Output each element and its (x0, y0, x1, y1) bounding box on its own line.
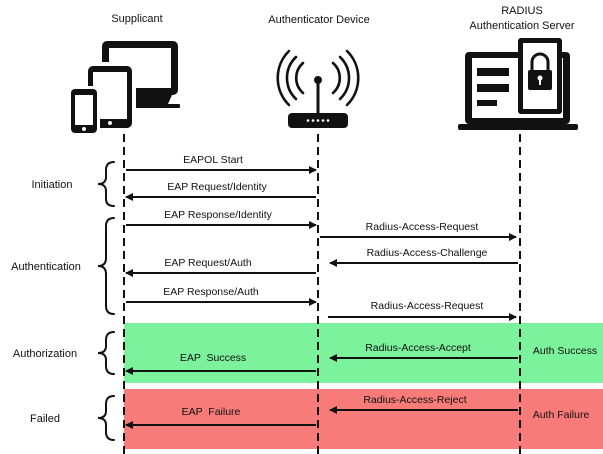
label-eap-failure: EAP Failure (182, 406, 241, 418)
auth-failure-label: Auth Failure (533, 409, 590, 421)
label-eapol-start: EAPOL Start (183, 154, 243, 166)
label-eap-request-auth: EAP Request/Auth (164, 257, 252, 269)
phase-initiation: Initiation (32, 179, 73, 191)
label-radius-access-request-2: Radius-Access-Request (371, 300, 484, 312)
label-radius-access-challenge: Radius-Access-Challenge (367, 247, 488, 259)
label-radius-access-accept: Radius-Access-Accept (365, 342, 471, 354)
label-radius-access-reject: Radius-Access-Reject (363, 394, 466, 406)
label-eap-success: EAP Success (180, 352, 246, 364)
authentication-brace (97, 217, 115, 315)
phase-authentication: Authentication (11, 261, 81, 273)
failed-band (124, 389, 603, 449)
phase-authorization: Authorization (13, 348, 77, 360)
header-server-line2: Authentication Server (469, 20, 575, 32)
label-radius-access-request-1: Radius-Access-Request (366, 221, 479, 233)
devices-icon (68, 41, 180, 136)
initiation-brace (97, 161, 115, 207)
authorization-band (124, 323, 603, 383)
phase-failed: Failed (30, 413, 60, 425)
authorization-brace (97, 331, 115, 375)
header-authenticator: Authenticator Device (268, 14, 370, 26)
label-eap-request-identity: EAP Request/Identity (167, 181, 267, 193)
locked-server-icon (458, 38, 578, 130)
auth-success-label: Auth Success (533, 345, 597, 357)
header-server-line1: RADIUS (501, 5, 543, 17)
label-eap-response-identity: EAP Response/Identity (164, 209, 273, 221)
failed-brace (97, 395, 115, 441)
wireless-router-icon (276, 49, 360, 128)
label-eap-response-auth: EAP Response/Auth (163, 286, 259, 298)
header-supplicant: Supplicant (111, 13, 162, 25)
